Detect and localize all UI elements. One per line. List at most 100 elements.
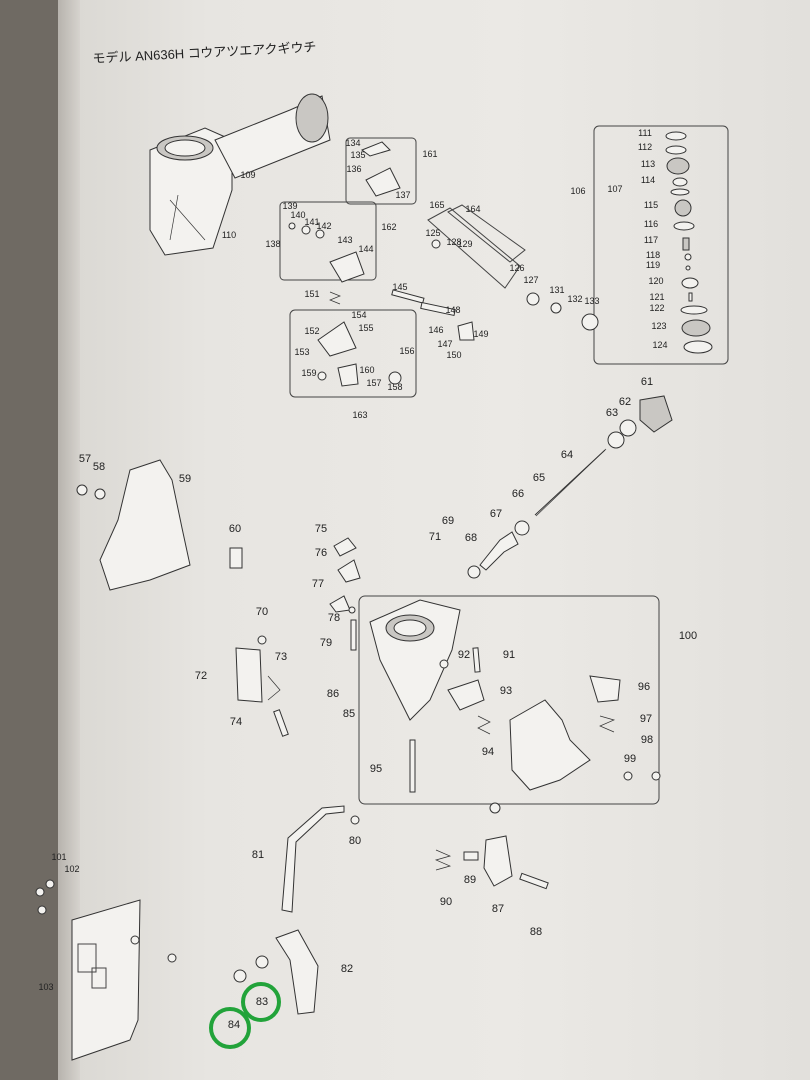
trigger-parts [235,635,289,737]
group-box-100 [358,595,660,805]
part-label-112: 112 [638,142,652,152]
part-number-labels: 5758596061626364656667686970717273747576… [38,128,697,1031]
part-label-100: 100 [679,630,697,642]
part-label-158: 158 [387,382,402,392]
part-label-117: 117 [644,235,658,245]
part-label-65: 65 [533,472,545,484]
part-label-160: 160 [359,365,374,375]
part-label-57: 57 [79,453,91,465]
lower-parts [233,802,549,1015]
part-label-161: 161 [422,149,437,159]
part-label-126: 126 [509,263,524,273]
cover-plate [35,879,177,1061]
part-label-84: 84 [228,1019,240,1031]
part-label-116: 116 [644,219,658,229]
part-label-71: 71 [429,531,441,543]
part-label-64: 64 [561,449,573,461]
part-label-109: 109 [240,170,255,180]
highlight-circle-83 [241,982,281,1022]
part-label-132: 132 [567,294,582,304]
side-housing [76,459,243,591]
part-label-141: 141 [304,217,319,227]
part-label-124: 124 [652,340,667,350]
part-label-145: 145 [392,282,407,292]
part-label-123: 123 [651,321,666,331]
part-label-87: 87 [492,903,504,915]
part-label-107: 107 [607,184,622,194]
part-label-92: 92 [458,649,470,661]
part-label-144: 144 [358,244,373,254]
part-label-96: 96 [638,681,650,693]
part-label-136: 136 [346,164,361,174]
part-label-60: 60 [229,523,241,535]
group-box-163 [289,309,417,398]
part-label-121: 121 [649,292,664,302]
part-label-140: 140 [290,210,305,220]
part-label-85: 85 [343,708,355,720]
part-label-146: 146 [428,325,443,335]
part-label-99: 99 [624,753,636,765]
part-label-150: 150 [446,350,461,360]
part-label-131: 131 [549,285,564,295]
part-label-68: 68 [465,532,477,544]
part-label-80: 80 [349,835,361,847]
part-label-148: 148 [445,305,460,315]
part-label-70: 70 [256,606,268,618]
part-label-149: 149 [473,329,488,339]
part-label-63: 63 [606,407,618,419]
part-label-83: 83 [256,996,268,1008]
part-label-157: 157 [366,378,381,388]
part-label-165: 165 [429,200,444,210]
part-label-111: 111 [638,128,652,138]
part-label-125: 125 [425,228,440,238]
part-label-118: 118 [646,250,660,260]
housing-body [149,93,331,256]
group-box-164 [447,204,526,263]
part-label-81: 81 [252,849,264,861]
part-label-90: 90 [440,896,452,908]
part-label-98: 98 [641,734,653,746]
group-box-106 [593,125,729,365]
part-label-86: 86 [327,688,339,700]
part-label-163: 163 [352,410,367,420]
highlight-circle-84 [209,1007,251,1049]
part-label-77: 77 [312,578,324,590]
part-label-69: 69 [442,515,454,527]
part-label-115: 115 [644,200,658,210]
part-label-88: 88 [530,926,542,938]
small-parts [288,141,599,387]
part-label-94: 94 [482,746,494,758]
part-label-147: 147 [437,339,452,349]
part-label-59: 59 [179,473,191,485]
part-label-110: 110 [222,230,236,240]
part-label-82: 82 [341,963,353,975]
part-label-155: 155 [358,323,373,333]
page-binding-edge [58,0,80,1080]
part-label-133: 133 [584,296,599,306]
part-label-103: 103 [38,982,53,992]
part-label-151: 151 [304,289,319,299]
part-label-129: 129 [457,239,472,249]
part-label-76: 76 [315,547,327,559]
part-label-102: 102 [64,864,79,874]
part-label-73: 73 [275,651,287,663]
part-label-137: 137 [395,190,410,200]
piston-assembly [467,395,673,579]
cylinder-stack [665,131,713,354]
part-label-135: 135 [350,150,365,160]
part-label-101: 101 [51,852,66,862]
part-label-95: 95 [370,763,382,775]
part-label-89: 89 [464,874,476,886]
part-label-120: 120 [648,276,663,286]
part-label-66: 66 [512,488,524,500]
part-label-67: 67 [490,508,502,520]
part-label-72: 72 [195,670,207,682]
part-label-143: 143 [337,235,352,245]
part-label-142: 142 [316,221,331,231]
part-label-93: 93 [500,685,512,697]
part-label-61: 61 [641,376,653,388]
part-label-122: 122 [649,303,664,313]
part-label-134: 134 [345,138,360,148]
part-label-79: 79 [320,637,332,649]
part-label-58: 58 [93,461,105,473]
